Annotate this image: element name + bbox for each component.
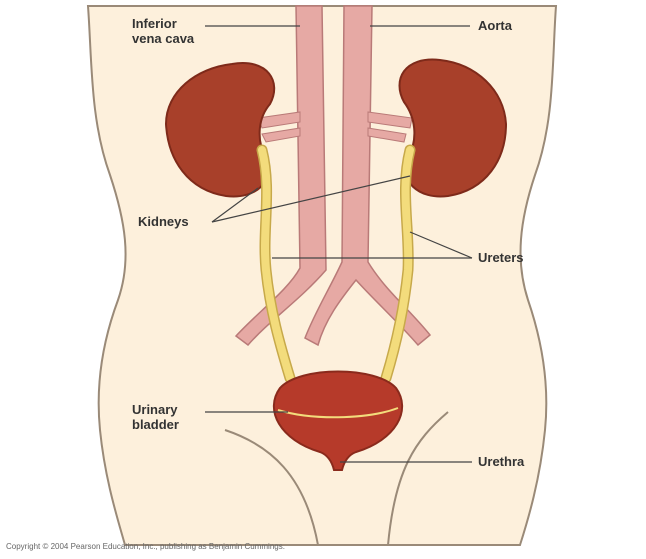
label-inferior-vena-cava-line2: vena cava — [132, 31, 194, 46]
label-urethra: Urethra — [478, 454, 524, 469]
label-urinary-bladder-line1: Urinary — [132, 402, 178, 417]
copyright-notice: Copyright © 2004 Pearson Education, Inc.… — [6, 542, 285, 551]
label-urinary-bladder-line2: bladder — [132, 417, 179, 432]
label-kidneys: Kidneys — [138, 214, 189, 229]
label-inferior-vena-cava-line1: Inferior — [132, 16, 177, 31]
label-ureters: Ureters — [478, 250, 524, 265]
label-aorta: Aorta — [478, 18, 512, 33]
